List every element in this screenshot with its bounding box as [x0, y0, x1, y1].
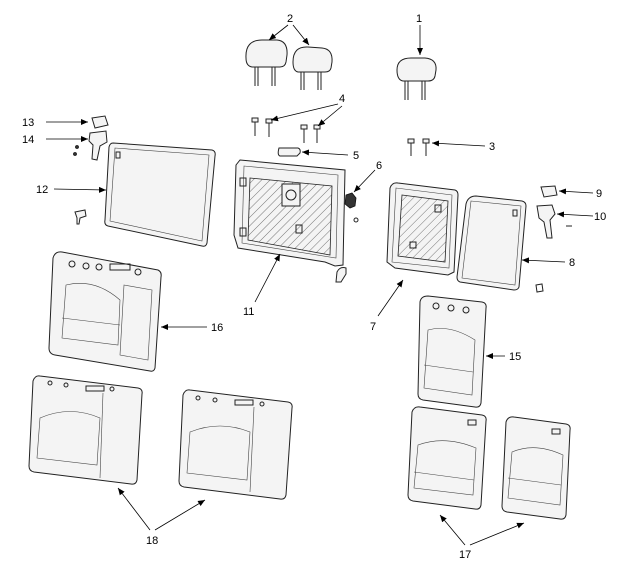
callout-14: 14 — [22, 134, 34, 146]
part-16-upholstery-left — [48, 251, 162, 372]
callout-3: 3 — [489, 141, 495, 153]
callout-6: 6 — [376, 160, 382, 172]
callout-11: 11 — [243, 306, 254, 318]
callout-labels: 1 2 3 4 5 6 7 8 9 10 11 12 13 14 15 16 1… — [22, 13, 606, 561]
headrest-left-inner — [292, 46, 333, 90]
part-11-seatback-frame-large — [233, 159, 346, 267]
callout-12: 12 — [36, 184, 48, 196]
part-12-clip — [74, 209, 87, 225]
part-14-latch-handle — [73, 130, 108, 161]
part-12-back-panel-left — [104, 142, 216, 247]
part-15-upholstery-right — [417, 295, 487, 408]
part-13-cover — [91, 115, 109, 129]
headrest-guides-left — [251, 117, 321, 143]
part-7-seatback-frame-small — [386, 182, 459, 276]
callout-1: 1 — [416, 13, 422, 25]
callout-5: 5 — [353, 150, 359, 162]
callout-10: 10 — [594, 211, 606, 223]
headrest-right — [396, 57, 437, 100]
part-17-cover-a — [407, 406, 487, 510]
callout-13: 13 — [22, 117, 34, 129]
headrest-guides-right — [407, 138, 430, 156]
part-10-latch-handle — [536, 204, 572, 239]
part-9-cover — [540, 185, 558, 198]
callout-8: 8 — [569, 257, 575, 269]
leader-lines — [46, 24, 594, 546]
headrest-left-outer — [245, 39, 288, 86]
callout-2: 2 — [287, 13, 293, 25]
part-18-cover-a — [28, 375, 143, 485]
callout-16: 16 — [211, 322, 223, 334]
part-17-cover-b — [501, 416, 571, 520]
callout-4: 4 — [339, 93, 345, 105]
callout-18: 18 — [146, 535, 158, 547]
part-8-back-panel-right — [456, 195, 544, 293]
callout-17: 17 — [459, 549, 471, 561]
part-5-clip — [277, 147, 301, 157]
callout-15: 15 — [509, 351, 521, 363]
callout-7: 7 — [370, 321, 376, 333]
part-6-latch — [335, 192, 359, 283]
part-18-cover-b — [178, 389, 293, 500]
callout-9: 9 — [596, 188, 602, 200]
